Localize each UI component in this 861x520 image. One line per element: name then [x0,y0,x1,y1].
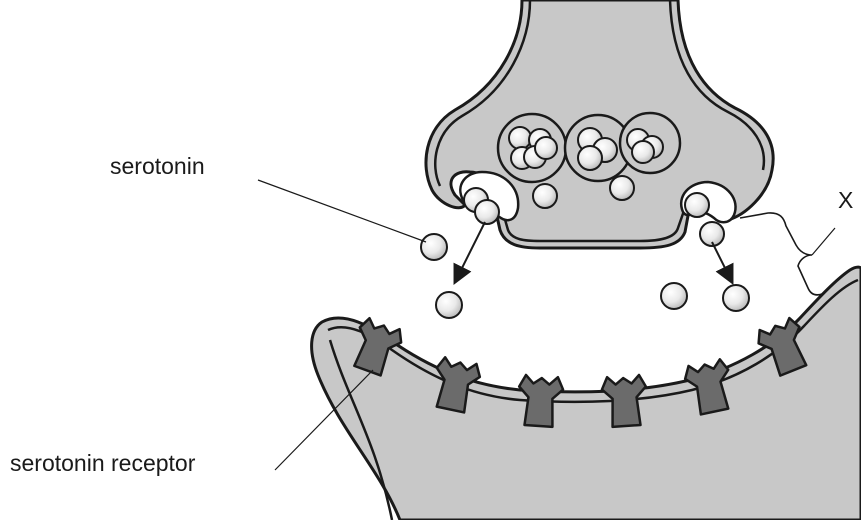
release-arrow-left [458,222,485,276]
serotonin-molecule [632,141,654,163]
serotonin-molecule [509,127,531,149]
serotonin-molecule [475,200,499,224]
postsynaptic-neuron [312,267,861,520]
serotonin-receptor-label: serotonin receptor [10,450,196,476]
cleft-x-label: X [838,187,853,213]
serotonin-molecule [723,285,749,311]
serotonin-molecule [421,234,447,260]
serotonin-molecule [610,176,634,200]
serotonin-molecule [535,137,557,159]
serotonin-leader-line [258,180,426,242]
serotonin-label: serotonin [110,153,205,179]
serotonin-molecule [436,292,462,318]
cleft-bracket [740,213,835,295]
serotonin-molecule [533,184,557,208]
serotonin-molecule [578,146,602,170]
release-arrow-right [712,242,729,276]
serotonin-molecule [685,193,709,217]
serotonin-molecule [661,283,687,309]
